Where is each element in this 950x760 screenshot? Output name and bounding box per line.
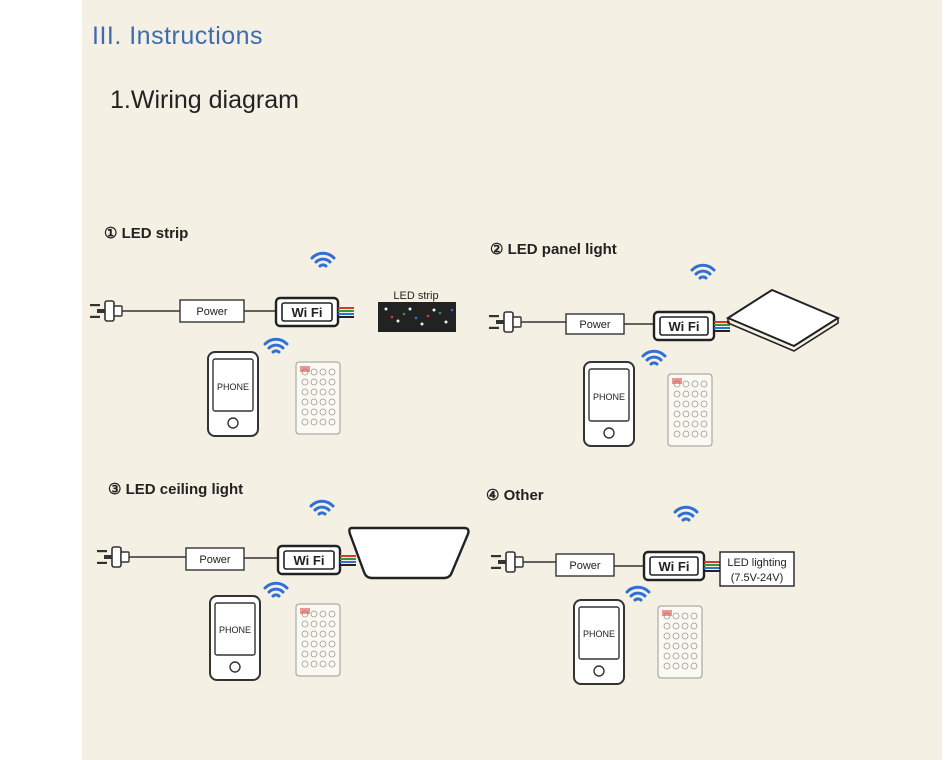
voltage-range-label: (7.5V-24V) bbox=[731, 572, 784, 584]
power-plug-icon bbox=[490, 551, 524, 573]
wifi-signal-icon bbox=[310, 251, 336, 268]
output-wires bbox=[703, 561, 721, 572]
remote-control-icon bbox=[295, 603, 341, 677]
diagram-2-led-panel-light: Power Wi Fi PHONE bbox=[488, 263, 841, 447]
phone-icon bbox=[583, 361, 635, 447]
diagram-3-title: ③ LED ceiling light bbox=[108, 481, 244, 498]
power-label: Power bbox=[569, 560, 601, 572]
led-strip-device bbox=[378, 302, 456, 332]
led-lighting-label: LED lighting bbox=[727, 557, 786, 569]
diagram-2-title: ② LED panel light bbox=[490, 241, 617, 258]
wifi-signal-icon bbox=[309, 499, 335, 516]
wifi-signal-icon bbox=[263, 581, 289, 598]
power-plug-icon bbox=[96, 546, 130, 568]
led-strip-label: LED strip bbox=[393, 290, 438, 302]
led-lighting-box bbox=[719, 551, 795, 587]
power-box bbox=[185, 547, 245, 571]
controller-label: Wi Fi bbox=[669, 319, 700, 334]
power-label: Power bbox=[579, 319, 611, 331]
wifi-signal-icon bbox=[263, 337, 289, 354]
phone-label: PHONE bbox=[593, 392, 625, 402]
remote-control-icon bbox=[657, 605, 703, 679]
wifi-signal-icon bbox=[641, 349, 667, 366]
panel-light-device bbox=[725, 288, 841, 348]
section-heading: III. Instructions bbox=[92, 22, 264, 50]
wifi-signal-icon bbox=[625, 585, 651, 602]
output-wires bbox=[339, 555, 357, 566]
diagram-1-led-strip: Power Wi Fi LED strip PHONE bbox=[89, 251, 456, 437]
power-box bbox=[179, 299, 245, 323]
power-label: Power bbox=[199, 554, 231, 566]
ceiling-light-device bbox=[348, 526, 470, 580]
diagram-4-title: ④ Other bbox=[486, 487, 544, 504]
phone-icon bbox=[573, 599, 625, 685]
power-label: Power bbox=[196, 306, 228, 318]
wiring-diagram-heading: 1.Wiring diagram bbox=[110, 86, 299, 114]
power-plug-icon bbox=[89, 300, 123, 322]
controller-label: Wi Fi bbox=[659, 559, 690, 574]
power-box bbox=[555, 553, 615, 577]
phone-icon bbox=[209, 595, 261, 681]
phone-label: PHONE bbox=[219, 625, 251, 635]
wifi-signal-icon bbox=[673, 505, 699, 522]
diagram-3-led-ceiling-light: Power Wi Fi PHONE bbox=[96, 499, 470, 681]
controller-label: Wi Fi bbox=[294, 553, 325, 568]
phone-icon bbox=[207, 351, 259, 437]
power-box bbox=[565, 313, 625, 335]
phone-label: PHONE bbox=[583, 629, 615, 639]
diagram-4-other: Power Wi Fi LED lighting (7.5V-24V) PHON… bbox=[490, 505, 795, 685]
remote-control-icon bbox=[667, 373, 713, 447]
diagram-1-title: ① LED strip bbox=[104, 225, 189, 242]
controller-label: Wi Fi bbox=[292, 305, 323, 320]
output-wires bbox=[337, 307, 355, 318]
power-plug-icon bbox=[488, 311, 522, 333]
remote-control-icon bbox=[295, 361, 341, 435]
wifi-signal-icon bbox=[690, 263, 716, 280]
phone-label: PHONE bbox=[217, 382, 249, 392]
